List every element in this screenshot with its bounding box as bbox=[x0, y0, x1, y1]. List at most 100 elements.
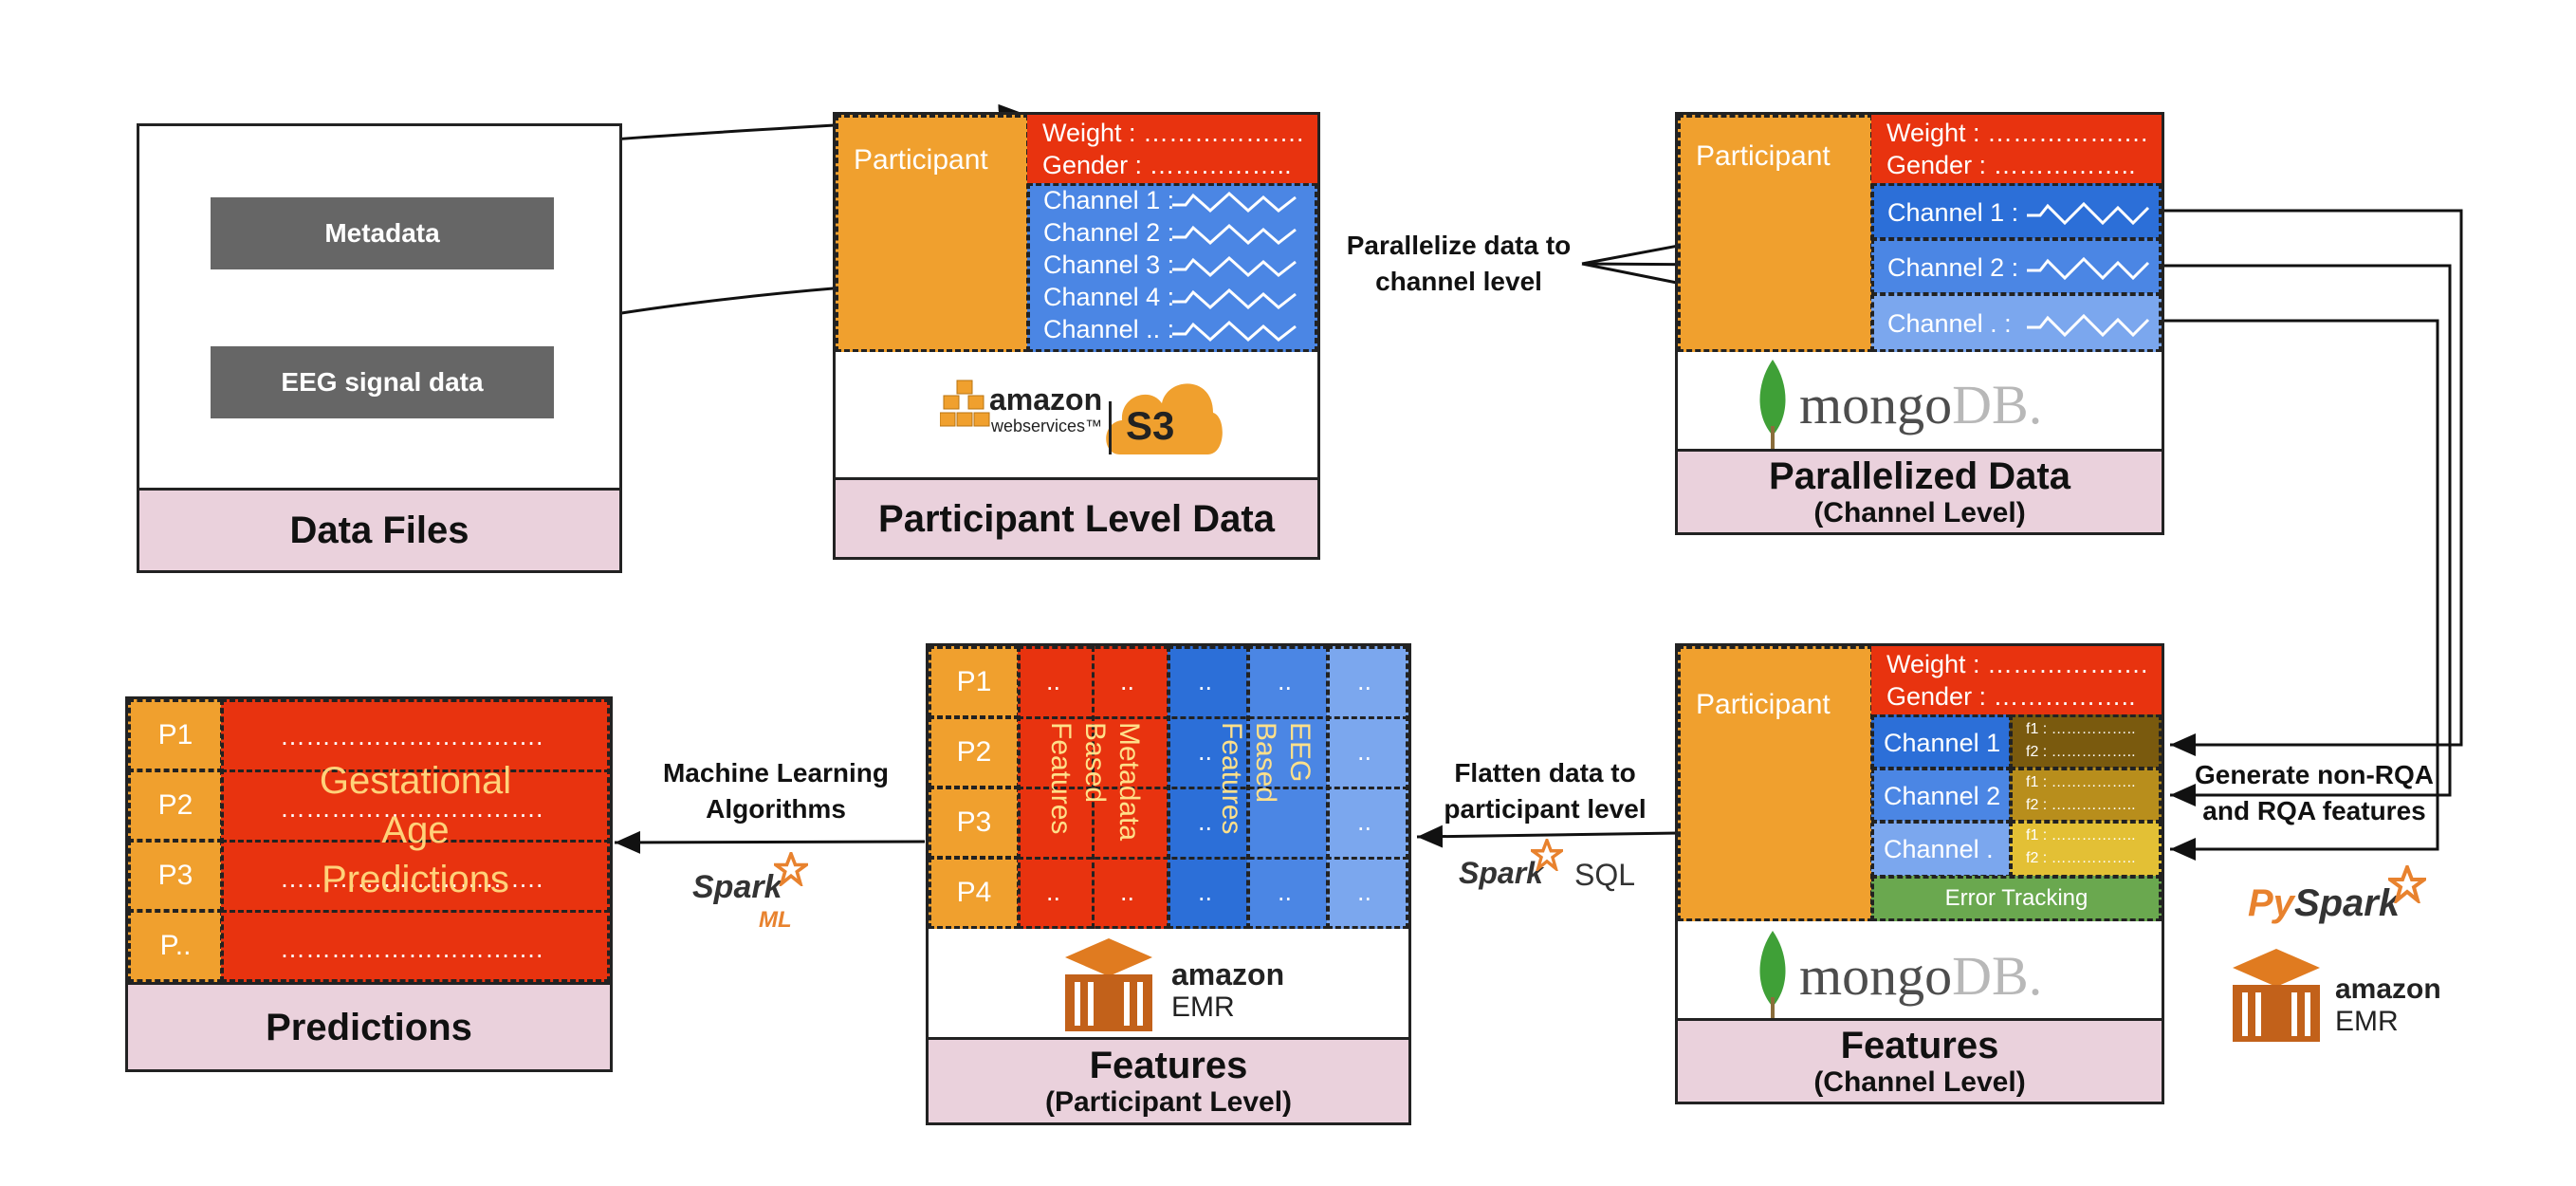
generate-line-1: Generate non-RQA bbox=[2194, 760, 2435, 789]
fp-dot-r4c2: .. bbox=[1120, 878, 1135, 906]
pred-sep-2 bbox=[221, 840, 610, 843]
pred-p1-label: P1 bbox=[157, 719, 193, 751]
features-participant-panel: P1 P2 P3 P4 .. .. .. .. .. .. .. .. .. .… bbox=[926, 643, 1411, 1125]
pred-sep-3 bbox=[221, 910, 610, 913]
meta-label-line-1: Metadata bbox=[1113, 722, 1145, 842]
fp-dot-r4c1: .. bbox=[1046, 878, 1061, 906]
fp-dot-r1c4: .. bbox=[1278, 667, 1293, 695]
data-files-footer: Data Files bbox=[139, 488, 619, 570]
parallelized-participant-label: Participant bbox=[1696, 140, 1831, 172]
eeg-label-line-2: Based bbox=[1250, 722, 1281, 804]
parallelized-footer: Parallelized Data (Channel Level) bbox=[1678, 449, 2162, 532]
pred-dots-4: …………………………. bbox=[280, 935, 543, 963]
fp-row-sep-3 bbox=[1018, 857, 1408, 860]
emr-icon-center bbox=[1065, 938, 1152, 1031]
spark-star-icon bbox=[2388, 865, 2426, 903]
data-files-title: Data Files bbox=[289, 510, 469, 551]
channel-2-label: Channel 2 : bbox=[1043, 218, 1175, 247]
pred-pmore-label: P.. bbox=[159, 930, 192, 961]
predictions-panel: P1 P2 P3 P.. …………………………. …………………………. ………… bbox=[125, 696, 613, 1072]
aws-webservices: webservices™ bbox=[991, 417, 1103, 435]
parallelized-subtitle: (Channel Level) bbox=[1813, 496, 2026, 528]
features-channel-3-values: f1 : …………….. f2 : …………….. bbox=[2010, 821, 2162, 878]
ml-label: Machine Learning Algorithms bbox=[634, 755, 918, 827]
flatten-line-1: Flatten data to bbox=[1454, 758, 1636, 788]
generate-features-label: Generate non-RQA and RQA features bbox=[2172, 757, 2456, 829]
features-channel-title: Features bbox=[1840, 1024, 1999, 1066]
parallelized-channel-1: Channel 1 : bbox=[1871, 183, 2162, 240]
line-channel2-out bbox=[2162, 264, 2452, 806]
pyspark-wordmark: PySpark bbox=[2248, 882, 2400, 925]
mongodb-wordmark: mongoDB. bbox=[1799, 373, 2042, 436]
fp-p3-label: P3 bbox=[956, 806, 992, 838]
pyspark-logo: PySpark bbox=[2248, 865, 2438, 932]
pred-row-p3: P3 bbox=[128, 840, 223, 912]
spark-text: Spark bbox=[2293, 882, 2401, 924]
fp-dot-r4c5: .. bbox=[1357, 878, 1372, 906]
fp-row-sep-2 bbox=[1018, 787, 1408, 789]
arrow-ml bbox=[614, 830, 926, 854]
spark-sql-logo: Spark SQL bbox=[1459, 839, 1648, 905]
parallelized-participant-cell: Participant bbox=[1678, 115, 1873, 352]
db-text-features: DB. bbox=[1952, 945, 2043, 1007]
error-tracking-row: Error Tracking bbox=[1871, 876, 2162, 921]
parallelized-panel: Participant Weight : ………………. Gender : ……… bbox=[1675, 112, 2164, 535]
line-channel3-out bbox=[2162, 319, 2439, 861]
fp-dot-r1c1: .. bbox=[1046, 667, 1061, 695]
eeg-features-vertical-label: EEG Based Features bbox=[1194, 722, 1336, 855]
mongo-text: mongo bbox=[1799, 374, 1953, 435]
amazon-emr-logo-right: amazon EMR bbox=[2229, 947, 2456, 1053]
fp-dot-r3c5: .. bbox=[1357, 807, 1372, 836]
pred-sep-1 bbox=[221, 769, 610, 772]
parallelized-gender: Gender : …………….. bbox=[1886, 151, 2136, 179]
participant-level-title: Participant Level Data bbox=[878, 497, 1275, 540]
emr-icon bbox=[2233, 949, 2320, 1042]
channel-2-f2: f2 : …………….. bbox=[2026, 797, 2136, 813]
pred-dots-3: …………………………. bbox=[280, 864, 543, 893]
fp-dot-r1c5: .. bbox=[1357, 667, 1372, 695]
features-channel-panel: Participant Weight : ………………. Gender : ……… bbox=[1675, 643, 2164, 1104]
db-text: DB. bbox=[1952, 374, 2043, 435]
features-participant-title: Features bbox=[1089, 1044, 1248, 1086]
parallelized-channel-2-label: Channel 2 : bbox=[1887, 253, 2019, 282]
flatten-line-2: participant level bbox=[1444, 794, 1647, 824]
fp-dot-r2c5: .. bbox=[1357, 737, 1372, 766]
s3-label: S3 bbox=[1126, 403, 1175, 448]
metadata-box: Metadata bbox=[211, 197, 554, 269]
fp-dot-r2c3: .. bbox=[1198, 737, 1213, 766]
features-channel-3-label: Channel . bbox=[1884, 835, 1994, 863]
fp-row-p3: P3 bbox=[929, 787, 1020, 859]
spark-ml-spark-text: Spark bbox=[692, 869, 782, 905]
mongodb-logo-features: mongoDB. bbox=[1754, 921, 2095, 1026]
spark-ml-logo: Spark ML bbox=[692, 850, 825, 941]
participant-level-footer: Participant Level Data bbox=[836, 477, 1317, 557]
mongodb-logo: mongoDB. bbox=[1754, 352, 2095, 456]
features-channel-3: Channel . bbox=[1871, 821, 2012, 878]
participant-level-panel: Participant Weight : ………………. Gender : ……… bbox=[833, 112, 1320, 560]
parallelized-signal-icon bbox=[2027, 201, 2150, 338]
eeg-label-line-3: Features bbox=[1216, 722, 1247, 835]
fp-row-p4: P4 bbox=[929, 857, 1020, 929]
aws-cubes-icon bbox=[940, 380, 990, 427]
metadata-features-vertical-label: Metadata Based Features bbox=[1004, 722, 1185, 855]
channel-1-f2: f2 : …………….. bbox=[2026, 744, 2136, 760]
channel-1-f1: f1 : …………….. bbox=[2026, 721, 2136, 737]
arrow-flatten bbox=[1416, 825, 1680, 848]
fp-dot-r3c3: .. bbox=[1198, 807, 1213, 836]
gender-field: Gender : …………….. bbox=[1042, 151, 1292, 179]
parallelize-line-1: Parallelize data to bbox=[1346, 231, 1572, 260]
metadata-label: Metadata bbox=[324, 218, 440, 248]
fp-row-sep-1 bbox=[1018, 716, 1408, 719]
eeg-features-rotated: EEG Based Features bbox=[1194, 722, 1336, 855]
features-channel-2-values: f1 : …………….. f2 : …………….. bbox=[2010, 768, 2162, 823]
weight-field: Weight : ………………. bbox=[1042, 119, 1304, 147]
py-text: Py bbox=[2248, 882, 2294, 924]
features-channel-gender: Gender : …………….. bbox=[1886, 682, 2136, 711]
channel-more-label: Channel .. : bbox=[1043, 315, 1175, 343]
features-channel-2-label: Channel 2 bbox=[1884, 782, 2001, 810]
fp-dot-r1c2: .. bbox=[1120, 667, 1135, 695]
channel-4-label: Channel 4 : bbox=[1043, 283, 1175, 311]
flatten-label: Flatten data to participant level bbox=[1417, 755, 1673, 827]
pred-row-p1: P1 bbox=[128, 699, 223, 771]
gestational-age-label: Gestational Age Predictions bbox=[221, 756, 610, 904]
